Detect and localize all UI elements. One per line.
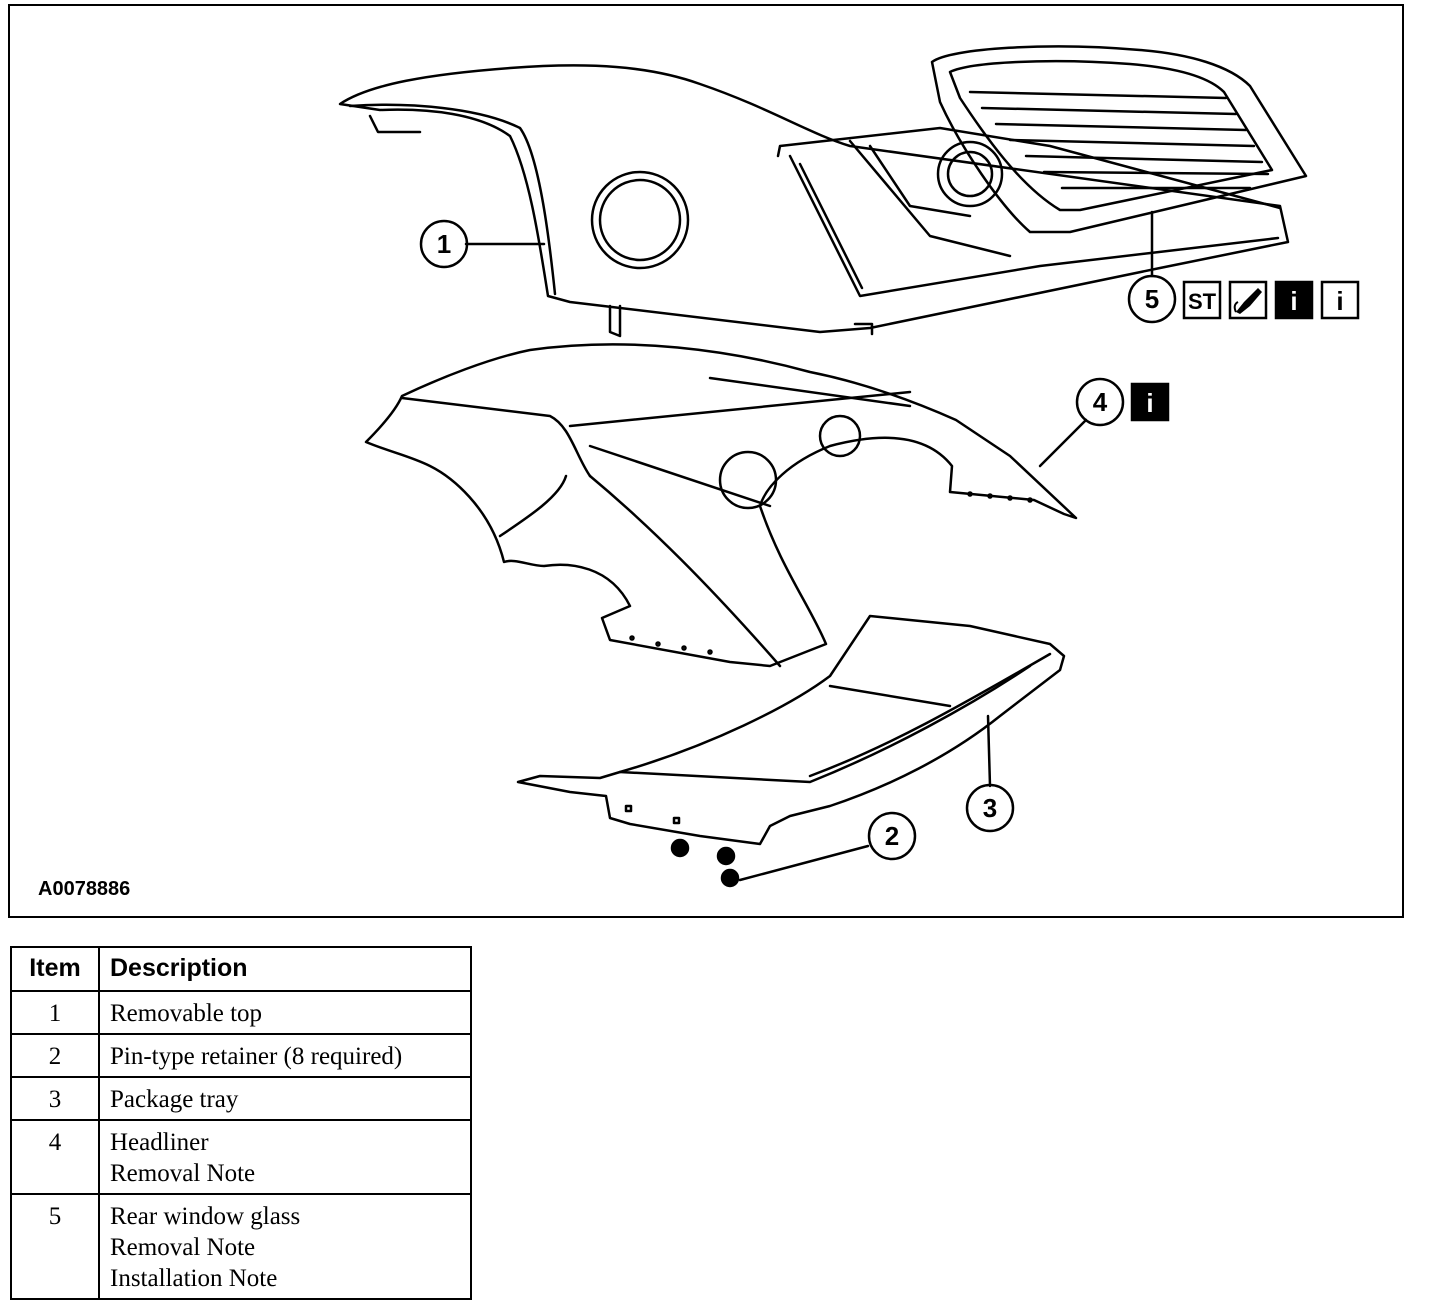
description-line: Pin-type retainer (8 required) xyxy=(110,1043,403,1070)
legend-item-description: Rear window glass Removal Note Installat… xyxy=(98,1193,472,1300)
legend-item-number: 1 xyxy=(10,990,100,1035)
legend-item-description: Pin-type retainer (8 required) xyxy=(98,1033,472,1078)
legend-item-description: Removable top xyxy=(98,990,472,1035)
parts-legend-table: Item Description 1 Removable top 2 Pin-t… xyxy=(10,946,472,1300)
callout-4-label: 4 xyxy=(1093,387,1108,417)
pin-type-retainers-drawing xyxy=(670,838,740,888)
svg-text:i: i xyxy=(1336,286,1343,316)
legend-header-description: Description xyxy=(98,946,472,992)
legend-item-number: 2 xyxy=(10,1033,100,1078)
callout-2-label: 2 xyxy=(885,821,899,851)
description-line: Package tray xyxy=(110,1086,239,1113)
svg-text:ST: ST xyxy=(1188,289,1217,314)
headliner-drawing xyxy=(364,343,1078,668)
callout-2-circle xyxy=(867,811,917,861)
callout-5-label: 5 xyxy=(1145,284,1159,314)
table-row: 1 Removable top xyxy=(10,990,472,1035)
table-row: 5 Rear window glass Removal Note Install… xyxy=(10,1193,472,1300)
description-line: Rear window glass xyxy=(110,1203,301,1230)
info-icon-filled: i xyxy=(1130,382,1170,422)
info-icon-outline: i xyxy=(1320,280,1360,320)
svg-text:i: i xyxy=(1146,388,1153,418)
special-tool-icon: ST xyxy=(1182,280,1222,320)
package-tray-drawing xyxy=(516,614,1066,846)
description-line: Removal Note xyxy=(110,1234,256,1261)
legend-header-item: Item xyxy=(10,946,100,992)
callout-5-circle xyxy=(1127,274,1177,324)
legend-item-number: 5 xyxy=(10,1193,100,1300)
table-row: 2 Pin-type retainer (8 required) xyxy=(10,1033,472,1078)
parts-illustration: 1 5 4 3 2 ST i i i xyxy=(338,45,1360,888)
description-line: Removal Note xyxy=(110,1160,256,1187)
removable-top-drawing xyxy=(338,64,1290,338)
legend-header-row: Item Description xyxy=(10,946,472,992)
legend-item-description: Headliner Removal Note xyxy=(98,1119,472,1195)
callout-1-circle xyxy=(419,219,469,269)
legend-item-description: Package tray xyxy=(98,1076,472,1121)
legend-item-number: 4 xyxy=(10,1119,100,1195)
table-row: 4 Headliner Removal Note xyxy=(10,1119,472,1195)
callout-3-label: 3 xyxy=(983,793,997,823)
legend-item-number: 3 xyxy=(10,1076,100,1121)
svg-text:i: i xyxy=(1290,286,1297,316)
sealant-applicator-icon xyxy=(1228,280,1268,320)
description-line: Installation Note xyxy=(110,1265,278,1292)
description-line: Headliner xyxy=(110,1129,209,1156)
figure-id-label: A0078886 xyxy=(38,878,131,900)
description-line: Removable top xyxy=(110,1000,263,1027)
table-row: 3 Package tray xyxy=(10,1076,472,1121)
rear-window-glass-drawing xyxy=(930,45,1308,234)
info-icon-filled: i xyxy=(1274,280,1314,320)
exploded-view-figure: 1 5 4 3 2 ST i i i A0078886 xyxy=(8,4,1404,918)
callout-1-label: 1 xyxy=(437,229,451,259)
callout-4-circle xyxy=(1075,377,1125,427)
leader-lines xyxy=(464,210,1154,882)
callout-3-circle xyxy=(965,783,1015,833)
